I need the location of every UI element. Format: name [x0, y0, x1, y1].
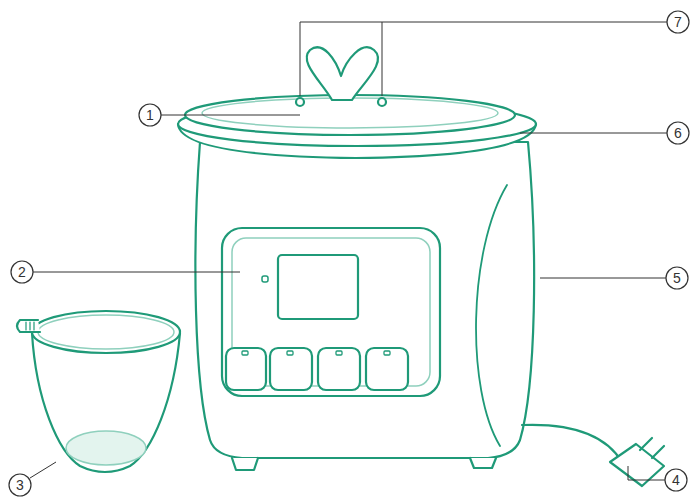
callout-number: 5: [673, 271, 681, 285]
callout-number: 2: [18, 265, 26, 279]
callout-number: 1: [146, 108, 154, 122]
callout-number: 7: [674, 15, 682, 29]
callout-number: 4: [672, 473, 680, 487]
callout-number: 3: [16, 478, 24, 492]
callout-number: 6: [674, 126, 682, 140]
